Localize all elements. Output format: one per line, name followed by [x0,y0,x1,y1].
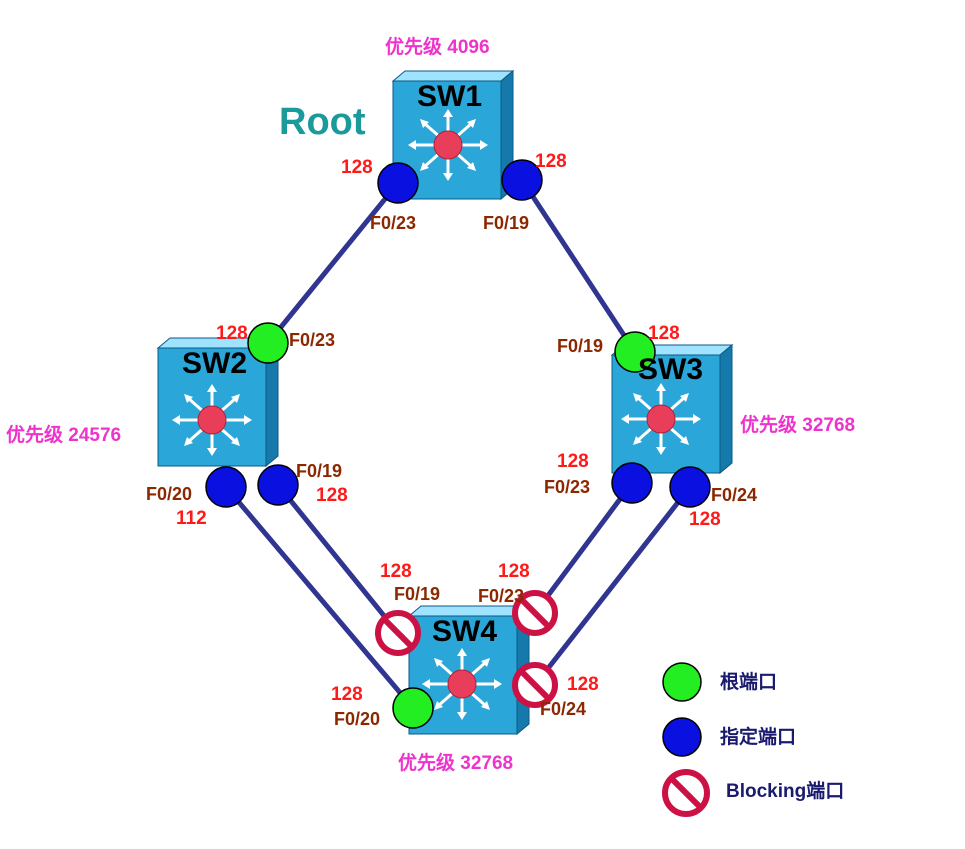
port-cost-sw3-f019: 128 [648,323,680,344]
port-sw3-f019-root-icon[interactable] [614,331,656,373]
legend-designated-port-icon[interactable] [662,717,702,757]
legend-designated-port-label: 指定端口 [720,727,797,748]
port-sw2-f019-designated-icon[interactable] [257,464,299,506]
switch-name-sw1: SW1 [417,80,483,113]
port-sw2-f020-designated-icon[interactable] [205,466,247,508]
port-label-sw1-f019: F0/19 [483,213,530,233]
port-label-sw2-f020: F0/20 [146,484,193,504]
port-sw1-f019-designated-icon[interactable] [501,159,543,201]
link-sw1-sw2 [265,180,401,346]
switch-sw1-hub-icon [433,130,463,160]
legend-root-port-icon[interactable] [662,662,702,702]
port-cost-sw3-f024: 128 [689,509,721,530]
port-cost-sw4-f020: 128 [331,684,363,705]
port-label-sw4-f023: F0/23 [478,586,525,606]
link-sw1-sw3 [519,177,638,355]
port-sw4-f023-blocking-icon[interactable] [512,590,558,636]
port-label-sw3-f024: F0/24 [711,485,758,505]
port-label-sw3-f019: F0/19 [557,336,604,356]
link-sw2-sw4-f019 [275,482,401,636]
legend-blocking-port-icon[interactable] [662,769,710,817]
port-cost-sw1-f019: 128 [535,151,567,172]
link-sw3-sw4-f024 [532,484,693,688]
switch-name-sw3: SW3 [638,353,704,386]
switch-sw3-hub-icon [646,404,676,434]
port-label-sw4-f019: F0/19 [394,584,441,604]
port-cost-sw4-f024: 128 [567,674,599,695]
switch-name-sw4: SW4 [432,615,498,648]
port-sw4-f019-blocking-icon[interactable] [375,610,421,656]
port-cost-sw4-f019: 128 [380,561,412,582]
port-cost-sw2-f020: 112 [176,508,207,529]
priority-sw1: 优先级 4096 [385,37,490,58]
port-sw2-f023-root-icon[interactable] [247,322,289,364]
root-bridge-label: Root [279,101,366,143]
priority-sw2: 优先级 24576 [6,425,122,446]
legend-blocking-port-label: Blocking端口 [726,781,845,802]
port-cost-sw2-f023: 128 [216,323,248,344]
switch-sw3[interactable] [610,343,734,475]
priority-sw4: 优先级 32768 [398,753,514,774]
legend-root-port-label: 根端口 [720,672,778,693]
switch-sw2-hub-icon [197,405,227,435]
port-sw3-f024-designated-icon[interactable] [669,466,711,508]
port-cost-sw1-f023: 128 [341,157,373,178]
switch-name-sw2: SW2 [182,347,248,380]
port-cost-sw3-f023: 128 [557,451,589,472]
switch-sw2[interactable] [156,336,280,468]
port-sw1-f023-designated-icon[interactable] [377,162,419,204]
port-sw3-f023-designated-icon[interactable] [611,462,653,504]
link-sw3-sw4-f023 [532,480,635,616]
port-cost-sw4-f023: 128 [498,561,530,582]
priority-sw3: 优先级 32768 [740,415,856,436]
port-label-sw2-f019: F0/19 [296,461,343,481]
port-sw4-f020-root-icon[interactable] [392,687,434,729]
port-cost-sw2-f019: 128 [316,485,348,506]
port-sw4-f024-blocking-icon[interactable] [512,662,558,708]
port-label-sw3-f023: F0/23 [544,477,591,497]
port-label-sw4-f020: F0/20 [334,709,381,729]
switch-sw4-hub-icon [447,669,477,699]
port-label-sw4-f024: F0/24 [540,699,587,719]
port-label-sw1-f023: F0/23 [370,213,417,233]
port-label-sw2-f023: F0/23 [289,330,336,350]
link-sw2-sw4-f020 [223,484,416,711]
